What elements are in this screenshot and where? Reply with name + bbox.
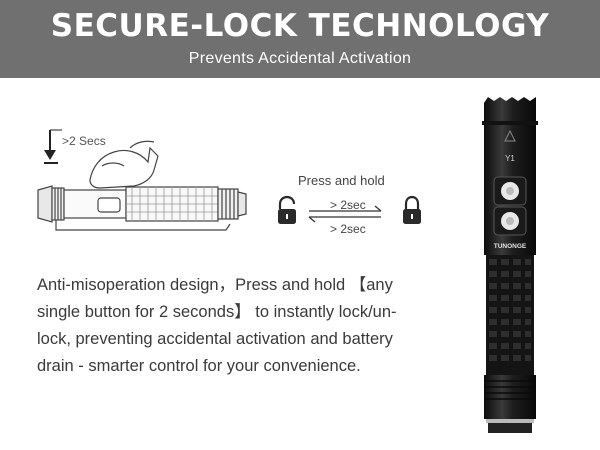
hand-pressing-flashlight-illustration [37,129,247,231]
description-line: drain - smarter control for your conveni… [37,357,361,375]
lock-time-label: > 2sec [330,198,366,212]
flashlight-product-image: Y1 TUNONGE [482,97,538,433]
description-line: single button for 2 seconds】 to instantl… [37,303,397,321]
page-subtitle: Prevents Accidental Activation [188,50,412,67]
brand-label: TUNONGE [494,243,527,250]
unlock-time-label: > 2sec [330,222,366,236]
description-line: lock, preventing accidental activation a… [37,330,393,348]
locked-padlock-icon [403,195,421,224]
description-line: Anti-misoperation design，Press and hold … [37,276,393,294]
brand-logo-icon [504,129,516,142]
flashlight-button-upper [493,176,527,206]
double-arrow-icon [308,205,382,223]
press-and-hold-label: Press and hold [298,173,385,188]
model-label: Y1 [505,154,515,163]
unlocked-padlock-icon [278,195,296,224]
finger-sketch [89,140,159,189]
press-down-arrow-icon [44,129,62,164]
lock-unlock-diagram [278,195,421,224]
header-banner: SECURE-LOCK TECHNOLOGY Prevents Accident… [0,0,600,78]
flashlight-sketch [37,185,247,231]
page-title: SECURE-LOCK TECHNOLOGY [50,8,550,44]
press-duration-label: >2 Secs [62,134,106,148]
flashlight-button-lower [493,206,527,236]
feature-description: Anti-misoperation design，Press and hold … [37,272,437,380]
